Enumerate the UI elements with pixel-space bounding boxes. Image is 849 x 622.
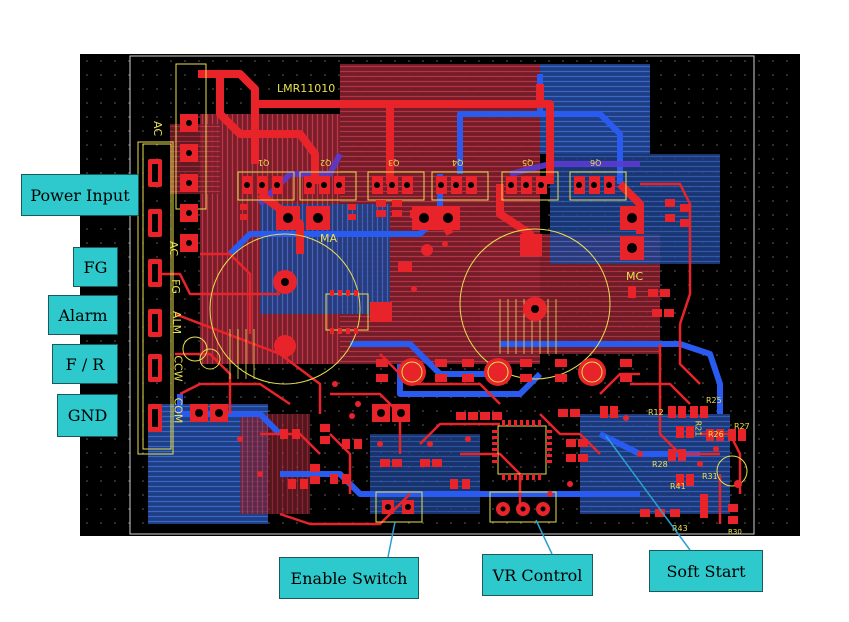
resistor-label: R26 [708, 430, 724, 439]
resistor-label: R41 [670, 482, 686, 491]
mosfet-label: Q5 [522, 158, 534, 167]
callout-enable-switch: Enable Switch [279, 557, 419, 599]
callout-power-input: Power Input [21, 174, 139, 216]
connector-label-alm: ALM [170, 310, 184, 335]
callout-gnd: GND [57, 394, 118, 437]
connector-label-com: COM [171, 397, 185, 424]
mosfet-label: Q3 [388, 158, 400, 167]
callout-f-r: F / R [52, 344, 118, 384]
connector-label-ac-top: AC [151, 120, 165, 137]
resistor-label: R28 [652, 460, 668, 469]
connector-label-ccw: CCW [171, 355, 185, 382]
mosfet-label: Q1 [258, 158, 270, 167]
mosfet-label: Q4 [452, 158, 464, 167]
resistor-label: R43 [672, 524, 688, 533]
resistor-label: R25 [706, 396, 722, 405]
resistor-label: R12 [648, 408, 664, 417]
callout-vr-control: VR Control [482, 554, 593, 596]
cap-label-mc: MC [626, 270, 644, 283]
pcb-artwork [80, 54, 800, 536]
callout-soft-start: Soft Start [649, 550, 763, 592]
callout-alarm: Alarm [48, 295, 118, 335]
pcb-board: LMR11010 AC AC FG ALM CCW COM Q1 Q2 Q3 Q… [80, 54, 800, 536]
connector-label-ac: AC [167, 240, 181, 257]
resistor-label: R21 [693, 420, 703, 437]
resistor-label: R30 [728, 528, 742, 536]
cap-label-ma: MA [320, 232, 338, 245]
callout-fg: FG [73, 247, 118, 287]
mosfet-label: Q6 [590, 158, 602, 167]
resistor-label: R31 [702, 472, 718, 481]
connector-label-fg: FG [168, 279, 182, 294]
mosfet-label: Q2 [320, 158, 332, 167]
ic-label: LMR11010 [277, 82, 336, 95]
resistor-label: R27 [734, 422, 750, 431]
